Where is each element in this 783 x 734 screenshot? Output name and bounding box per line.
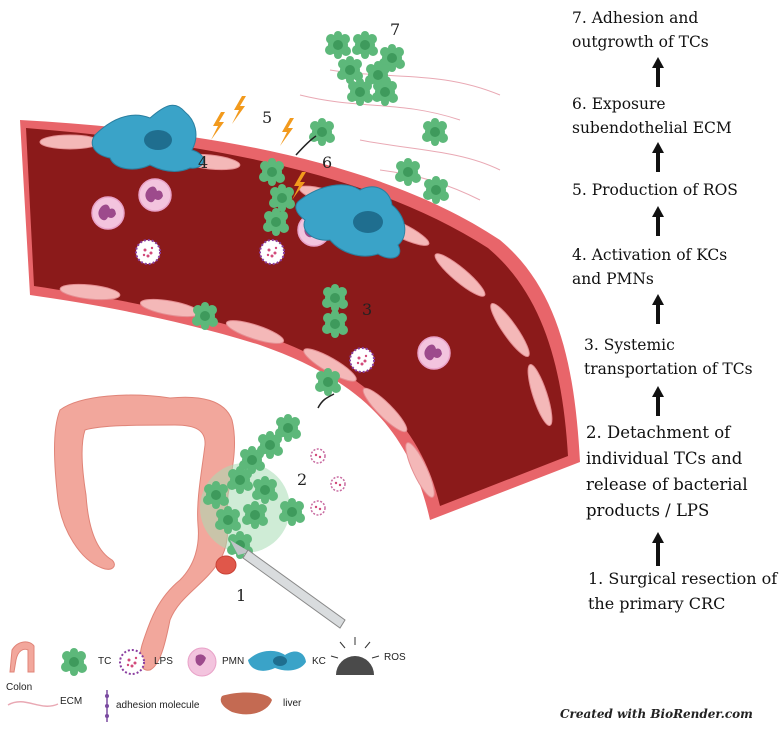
step-2-text: 2. Detachment of individual TCs and rele…	[586, 420, 781, 524]
step-4-text: 4. Activation of KCs and PMNs	[572, 243, 767, 291]
step-2-line-2: individual TCs and	[586, 449, 743, 468]
step-2-line-3: release of bacterial	[586, 475, 748, 494]
arrow-3-to-4	[652, 294, 664, 324]
step-3-line-2: transportation of TCs	[584, 360, 753, 378]
legend-adhesion-label: adhesion molecule	[116, 700, 200, 711]
step-3-text: 3. Systemic transportation of TCs	[584, 333, 779, 381]
legend-ros-label: ROS	[384, 652, 406, 663]
step-2-line-1: 2. Detachment of	[586, 423, 731, 442]
step-5-line-1: 5. Production of ROS	[572, 181, 738, 199]
step-5-text: 5. Production of ROS	[572, 178, 767, 202]
legend-liver-label: liver	[283, 698, 302, 709]
arrow-4-to-5	[652, 206, 664, 236]
label-step-6: 6	[322, 153, 333, 172]
label-step-5: 5	[262, 108, 273, 127]
step-6-text: 6. Exposure subendothelial ECM	[572, 92, 767, 140]
lps-released	[310, 448, 346, 516]
step-arrows	[295, 135, 335, 409]
arrow-6-to-7	[652, 57, 664, 87]
legend-kc-label: KC	[312, 656, 326, 667]
label-step-7: 7	[390, 20, 401, 39]
step-3-line-1: 3. Systemic	[584, 336, 675, 354]
step-7-line-1: 7. Adhesion and	[572, 9, 699, 27]
label-step-2: 2	[297, 470, 308, 489]
tc-cluster-2	[200, 414, 305, 559]
step-1-line-2: the primary CRC	[588, 594, 726, 613]
scalpel	[230, 540, 346, 629]
legend-icons	[7, 637, 380, 722]
legend-colon-label: Colon	[6, 682, 33, 693]
diagram-canvas	[7, 31, 580, 722]
legend-pmn-label: PMN	[222, 656, 245, 667]
legend-ecm-label: ECM	[60, 696, 83, 707]
step-4-line-1: 4. Activation of KCs	[572, 246, 728, 264]
legend-tc-label: TC	[98, 656, 112, 667]
arrow-1-to-2	[652, 532, 664, 566]
arrow-5-to-6	[652, 142, 664, 172]
legend-lps-label: LPS	[154, 656, 173, 667]
step-1-text: 1. Surgical resection of the primary CRC	[588, 566, 783, 616]
step-4-line-2: and PMNs	[572, 270, 654, 288]
step-6-line-2: subendothelial ECM	[572, 119, 732, 137]
arrow-2-to-3	[652, 386, 664, 416]
step-7-line-2: outgrowth of TCs	[572, 33, 709, 51]
label-step-1: 1	[236, 586, 247, 605]
biorender-credit: Created with BioRender.com	[560, 707, 753, 721]
blood-vessel	[20, 120, 580, 520]
kupffer-cells	[91, 104, 406, 259]
label-step-4: 4	[198, 153, 209, 172]
step-7-text: 7. Adhesion and outgrowth of TCs	[572, 6, 767, 54]
step-1-line-1: 1. Surgical resection of	[588, 569, 778, 588]
step-6-line-1: 6. Exposure	[572, 95, 666, 113]
step-2-line-4: products / LPS	[586, 501, 710, 520]
label-step-3: 3	[362, 300, 373, 319]
